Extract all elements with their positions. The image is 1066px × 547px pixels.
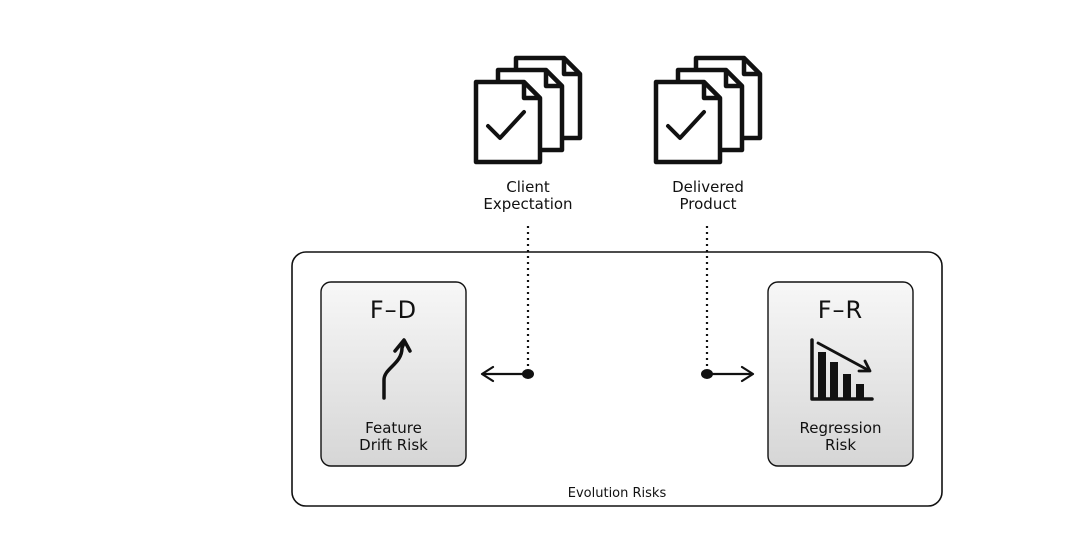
regression-label: Regression Risk: [768, 420, 913, 454]
client-expectation-label: Client Expectation: [468, 179, 588, 213]
feature-drift-risk-box: [320, 281, 467, 467]
regression-label-line1: Regression: [799, 419, 882, 437]
rising-curve-arrow-icon: [382, 338, 412, 400]
feature-drift-label-line1: Feature: [365, 419, 422, 437]
client-expectation-label-line1: Client: [506, 178, 550, 196]
client-expectation-label-line2: Expectation: [483, 195, 573, 213]
arrow-to-feature-drift: [480, 365, 534, 383]
declining-bar-chart-icon: [810, 338, 874, 401]
arrow-to-regression: [701, 365, 755, 383]
regression-code: F–R: [817, 296, 864, 324]
delivered-product-label: Delivered Product: [648, 179, 768, 213]
delivered-product-document-stack-icon: [656, 58, 760, 162]
delivered-product-label-line1: Delivered: [672, 178, 744, 196]
regression-risk-box: [767, 281, 914, 467]
client-expectation-document-stack-icon: [476, 58, 580, 162]
delivered-product-label-line2: Product: [679, 195, 737, 213]
feature-drift-code: F–D: [369, 296, 418, 324]
evolution-risks-label: Evolution Risks: [567, 486, 667, 501]
regression-label-line2: Risk: [824, 436, 857, 454]
feature-drift-label: Feature Drift Risk: [321, 420, 466, 454]
feature-drift-label-line2: Drift Risk: [359, 436, 428, 454]
